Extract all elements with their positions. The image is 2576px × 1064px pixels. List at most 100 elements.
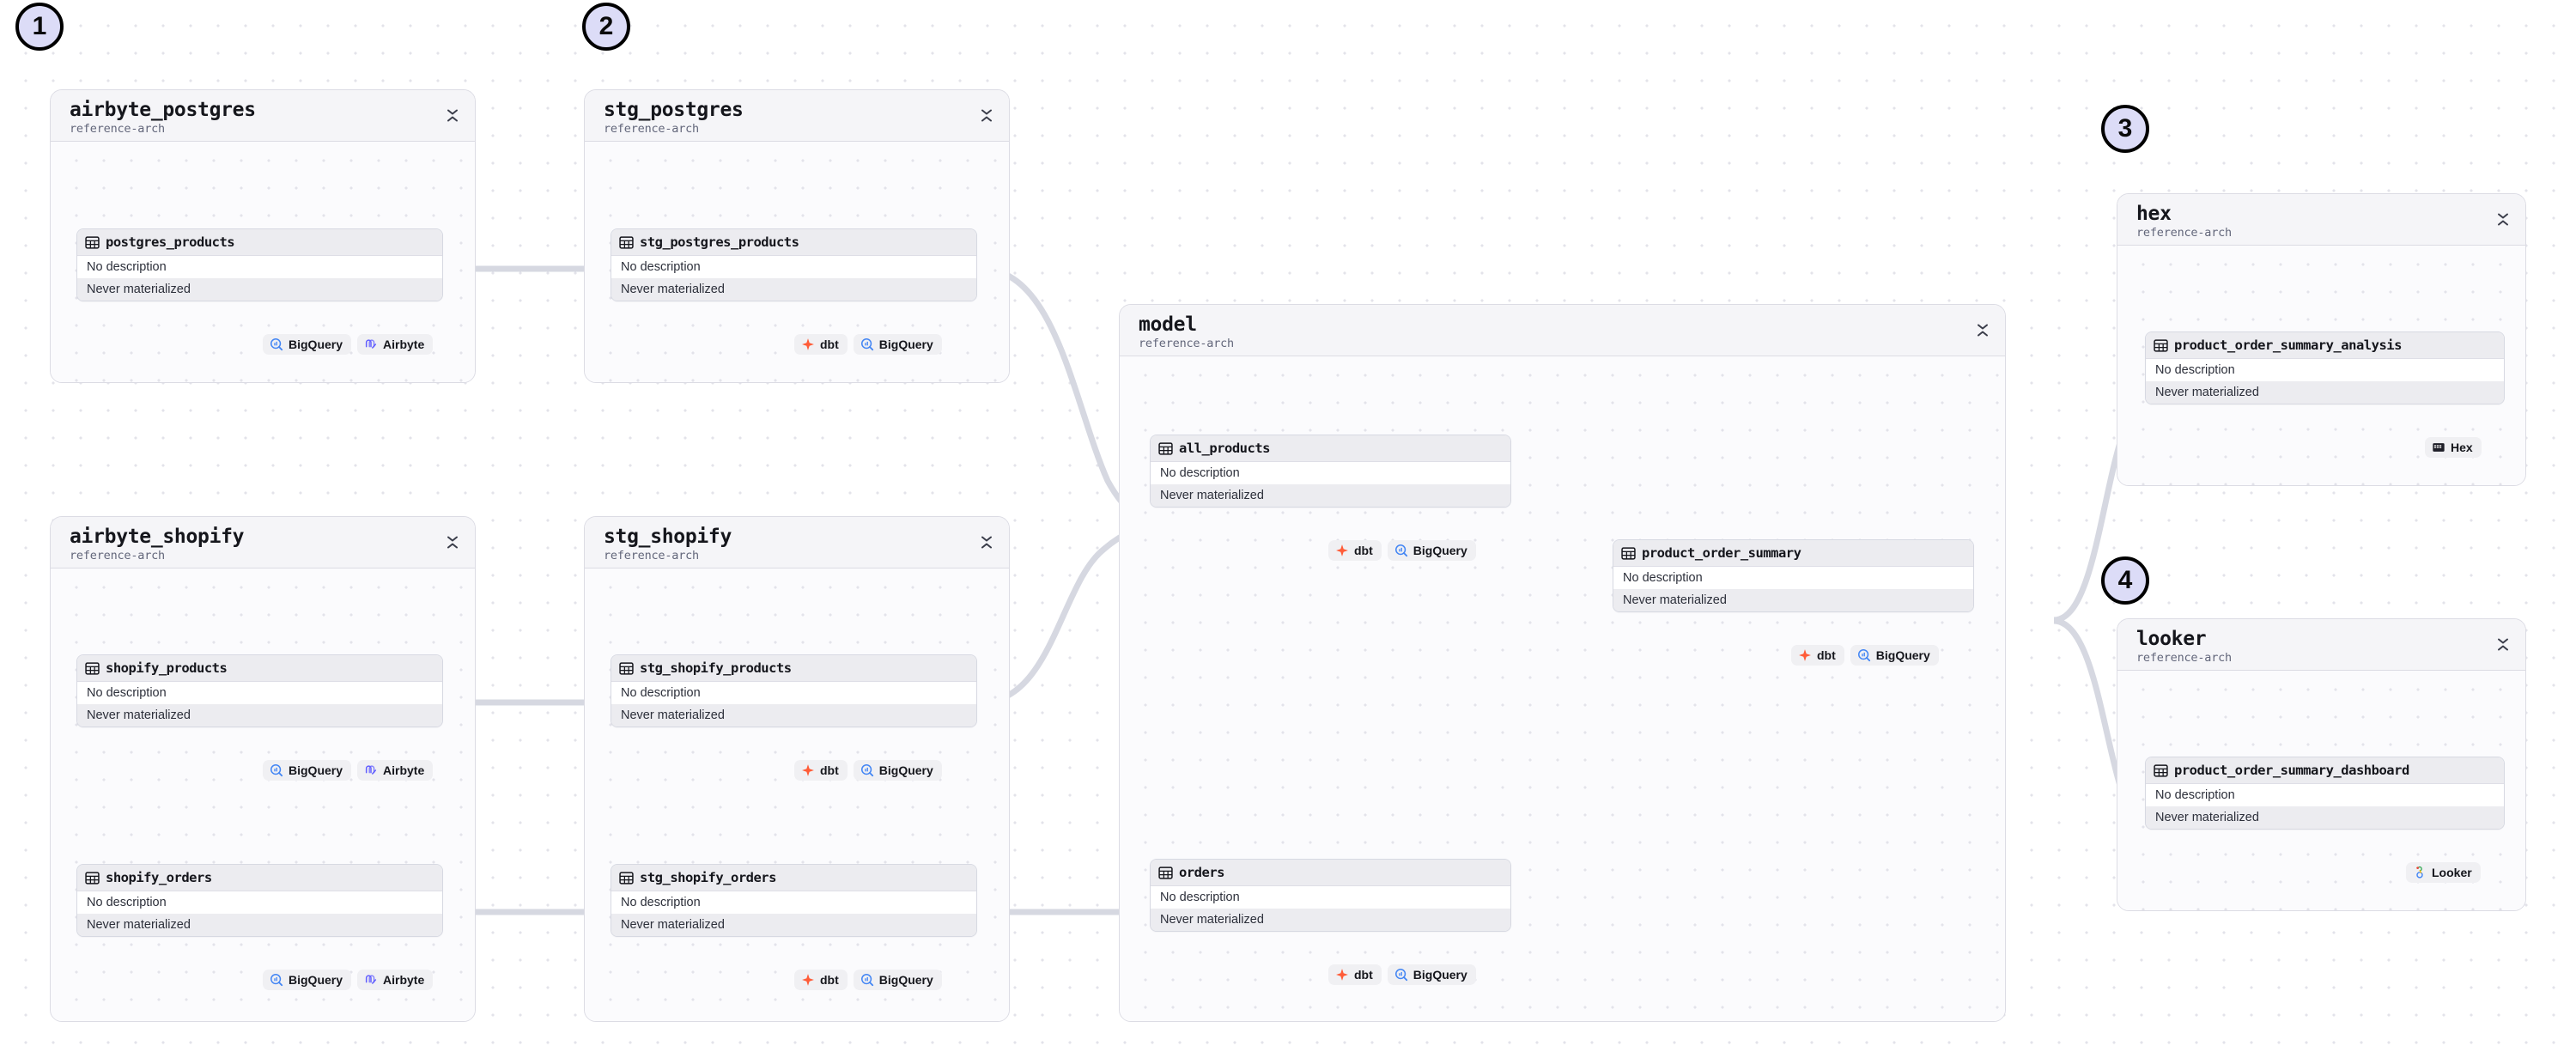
badge-label: BigQuery: [1413, 968, 1467, 982]
badge-airbyte[interactable]: Airbyte: [357, 970, 434, 990]
group-hex[interactable]: hex reference-arch product_order_summary…: [2117, 193, 2526, 486]
node-name: stg_shopify_products: [640, 660, 792, 676]
collapse-chevrons-icon[interactable]: [446, 108, 459, 124]
badge-label: dbt: [1354, 544, 1373, 557]
node-description: No description: [611, 891, 976, 914]
node-description: No description: [77, 256, 442, 278]
badge-hex[interactable]: Hex: [2425, 437, 2482, 458]
collapse-chevrons-icon[interactable]: [2496, 637, 2510, 653]
table-icon: [619, 871, 634, 885]
node-materialization: Never materialized: [1613, 589, 1973, 611]
bigquery-icon: [270, 338, 283, 351]
table-node-shopify-products[interactable]: shopify_products No description Never ma…: [76, 654, 443, 727]
node-badges: BigQuery Airbyte: [263, 334, 434, 355]
badge-bigquery[interactable]: BigQuery: [853, 760, 942, 781]
node-name: product_order_summary: [1642, 545, 1801, 561]
table-node-product-order-summary[interactable]: product_order_summary No description Nev…: [1613, 539, 1974, 612]
badge-bigquery[interactable]: BigQuery: [263, 970, 352, 990]
badge-dbt[interactable]: dbt: [794, 970, 848, 990]
badge-airbyte[interactable]: Airbyte: [357, 760, 434, 781]
table-node-stg-shopify-products[interactable]: stg_shopify_products No description Neve…: [611, 654, 977, 727]
collapse-chevrons-icon[interactable]: [980, 108, 993, 124]
node-description: No description: [611, 682, 976, 704]
dbt-icon: [1799, 649, 1811, 661]
table-node-shopify-orders[interactable]: shopify_orders No description Never mate…: [76, 864, 443, 937]
table-node-product-order-summary-analysis[interactable]: product_order_summary_analysis No descri…: [2145, 331, 2505, 404]
badge-bigquery[interactable]: BigQuery: [853, 334, 942, 355]
group-airbyte-postgres[interactable]: airbyte_postgres reference-arch postgres…: [50, 89, 476, 383]
table-node-product-order-summary-dashboard[interactable]: product_order_summary_dashboard No descr…: [2145, 757, 2505, 830]
node-header: shopify_orders: [77, 865, 442, 891]
collapse-chevrons-icon[interactable]: [446, 535, 459, 550]
badge-bigquery[interactable]: BigQuery: [263, 760, 352, 781]
group-subtitle: reference-arch: [70, 122, 165, 137]
badge-dbt[interactable]: dbt: [1328, 540, 1382, 561]
table-node-all-products[interactable]: all_products No description Never materi…: [1150, 435, 1511, 508]
node-header: stg_postgres_products: [611, 229, 976, 256]
badge-label: BigQuery: [1875, 648, 1930, 662]
node-description: No description: [2146, 784, 2504, 806]
badge-bigquery[interactable]: BigQuery: [1850, 645, 1939, 666]
badge-label: dbt: [1817, 648, 1836, 662]
bigquery-icon: [860, 974, 873, 987]
dbt-icon: [802, 338, 814, 350]
badge-bigquery[interactable]: BigQuery: [1387, 964, 1476, 985]
badge-looker[interactable]: Looker: [2406, 862, 2481, 883]
node-description: No description: [2146, 359, 2504, 381]
node-header: orders: [1151, 860, 1510, 886]
group-title: looker: [2136, 628, 2207, 650]
badge-bigquery[interactable]: BigQuery: [263, 334, 352, 355]
group-subtitle: reference-arch: [2136, 226, 2232, 240]
badge-label: Airbyte: [383, 763, 425, 777]
group-looker[interactable]: looker reference-arch product_order_summ…: [2117, 618, 2526, 911]
collapse-chevrons-icon[interactable]: [2496, 212, 2510, 228]
table-node-stg-postgres-products[interactable]: stg_postgres_products No description Nev…: [611, 228, 977, 301]
badge-label: BigQuery: [878, 973, 933, 987]
badge-label: Airbyte: [383, 337, 425, 351]
group-header: model reference-arch: [1120, 305, 2005, 356]
hex-icon: [2433, 443, 2445, 452]
node-materialization: Never materialized: [2146, 806, 2504, 829]
badge-label: Looker: [2432, 866, 2472, 879]
step-marker-1: 1: [15, 3, 64, 51]
group-airbyte-shopify[interactable]: airbyte_shopify reference-arch shopify_p…: [50, 516, 476, 1022]
group-stg-postgres[interactable]: stg_postgres reference-arch stg_postgres…: [584, 89, 1010, 383]
group-header: airbyte_postgres reference-arch: [51, 90, 475, 142]
node-badges: dbt BigQuery: [1328, 540, 1476, 561]
node-header: postgres_products: [77, 229, 442, 256]
table-icon: [85, 235, 100, 249]
badge-dbt[interactable]: dbt: [794, 334, 848, 355]
node-description: No description: [1151, 462, 1510, 484]
airbyte-icon: [365, 975, 377, 984]
table-icon: [1158, 441, 1173, 455]
node-materialization: Never materialized: [77, 278, 442, 301]
group-title: airbyte_postgres: [70, 99, 256, 121]
badge-bigquery[interactable]: BigQuery: [853, 970, 942, 990]
group-stg-shopify[interactable]: stg_shopify reference-arch stg_shopify_p…: [584, 516, 1010, 1022]
node-header: stg_shopify_products: [611, 655, 976, 682]
node-name: shopify_products: [106, 660, 228, 676]
step-marker-2-label: 2: [598, 12, 614, 40]
group-model[interactable]: model reference-arch all_products No des…: [1119, 304, 2006, 1022]
table-node-orders[interactable]: orders No description Never materialized: [1150, 859, 1511, 932]
step-marker-4: 4: [2101, 556, 2149, 605]
collapse-chevrons-icon[interactable]: [1976, 323, 1990, 338]
badge-bigquery[interactable]: BigQuery: [1387, 540, 1476, 561]
badge-label: dbt: [1354, 968, 1373, 982]
node-badges: dbt BigQuery: [794, 334, 942, 355]
table-icon: [85, 661, 100, 675]
table-node-postgres-products[interactable]: postgres_products No description Never m…: [76, 228, 443, 301]
collapse-chevrons-icon[interactable]: [980, 535, 993, 550]
node-header: product_order_summary: [1613, 540, 1973, 567]
badge-dbt[interactable]: dbt: [1328, 964, 1382, 985]
node-description: No description: [611, 256, 976, 278]
badge-dbt[interactable]: dbt: [1791, 645, 1844, 666]
badge-airbyte[interactable]: Airbyte: [357, 334, 434, 355]
dbt-icon: [802, 974, 814, 986]
table-node-stg-shopify-orders[interactable]: stg_shopify_orders No description Never …: [611, 864, 977, 937]
badge-dbt[interactable]: dbt: [794, 760, 848, 781]
node-badges: BigQuery Airbyte: [263, 970, 434, 990]
badge-label: BigQuery: [878, 763, 933, 777]
looker-icon: [2416, 866, 2423, 879]
